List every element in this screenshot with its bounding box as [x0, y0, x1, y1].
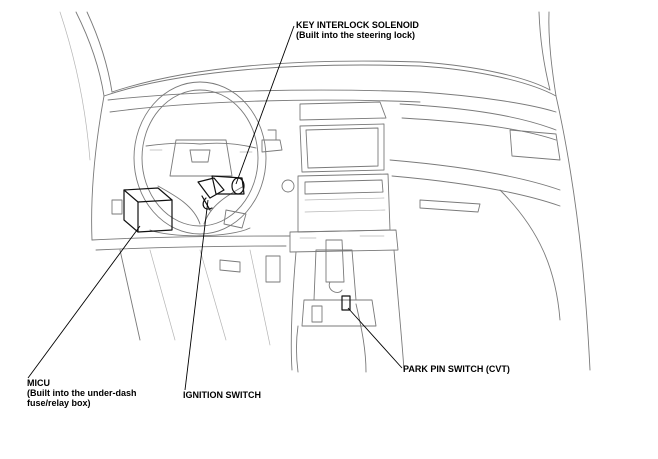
callout-ignition-switch-title: IGNITION SWITCH [183, 390, 261, 400]
callout-key-interlock-solenoid-note: (Built into the steering lock) [296, 30, 416, 40]
steering-wheel [133, 81, 283, 237]
callout-key-interlock-solenoid-title: KEY INTERLOCK SOLENOID [296, 20, 419, 30]
callout-ignition-switch: IGNITION SWITCH [183, 390, 261, 400]
callout-micu-title: MICU [27, 378, 50, 388]
callout-micu: MICU (Built into the under-dash fuse/rel… [27, 378, 137, 408]
callout-park-pin-switch-title: PARK PIN SWITCH (CVT) [403, 364, 510, 374]
windshield-frame [59, 11, 591, 371]
leader-park-pin-switch [347, 307, 403, 369]
center-console [290, 239, 405, 373]
micu-box [111, 187, 173, 233]
callout-park-pin-switch: PARK PIN SWITCH (CVT) [403, 364, 510, 374]
callout-micu-note-1: (Built into the under-dash [27, 388, 137, 398]
leader-lines [27, 25, 403, 391]
leader-ignition-switch [184, 199, 209, 391]
dashboard-body [91, 89, 561, 346]
callout-micu-note-2: fuse/relay box) [27, 398, 91, 408]
leader-micu [27, 225, 141, 379]
steering-column [197, 175, 247, 229]
center-stack [281, 123, 399, 253]
callout-key-interlock-solenoid: KEY INTERLOCK SOLENOID (Built into the s… [296, 20, 419, 40]
leader-key-interlock-solenoid [235, 25, 295, 185]
